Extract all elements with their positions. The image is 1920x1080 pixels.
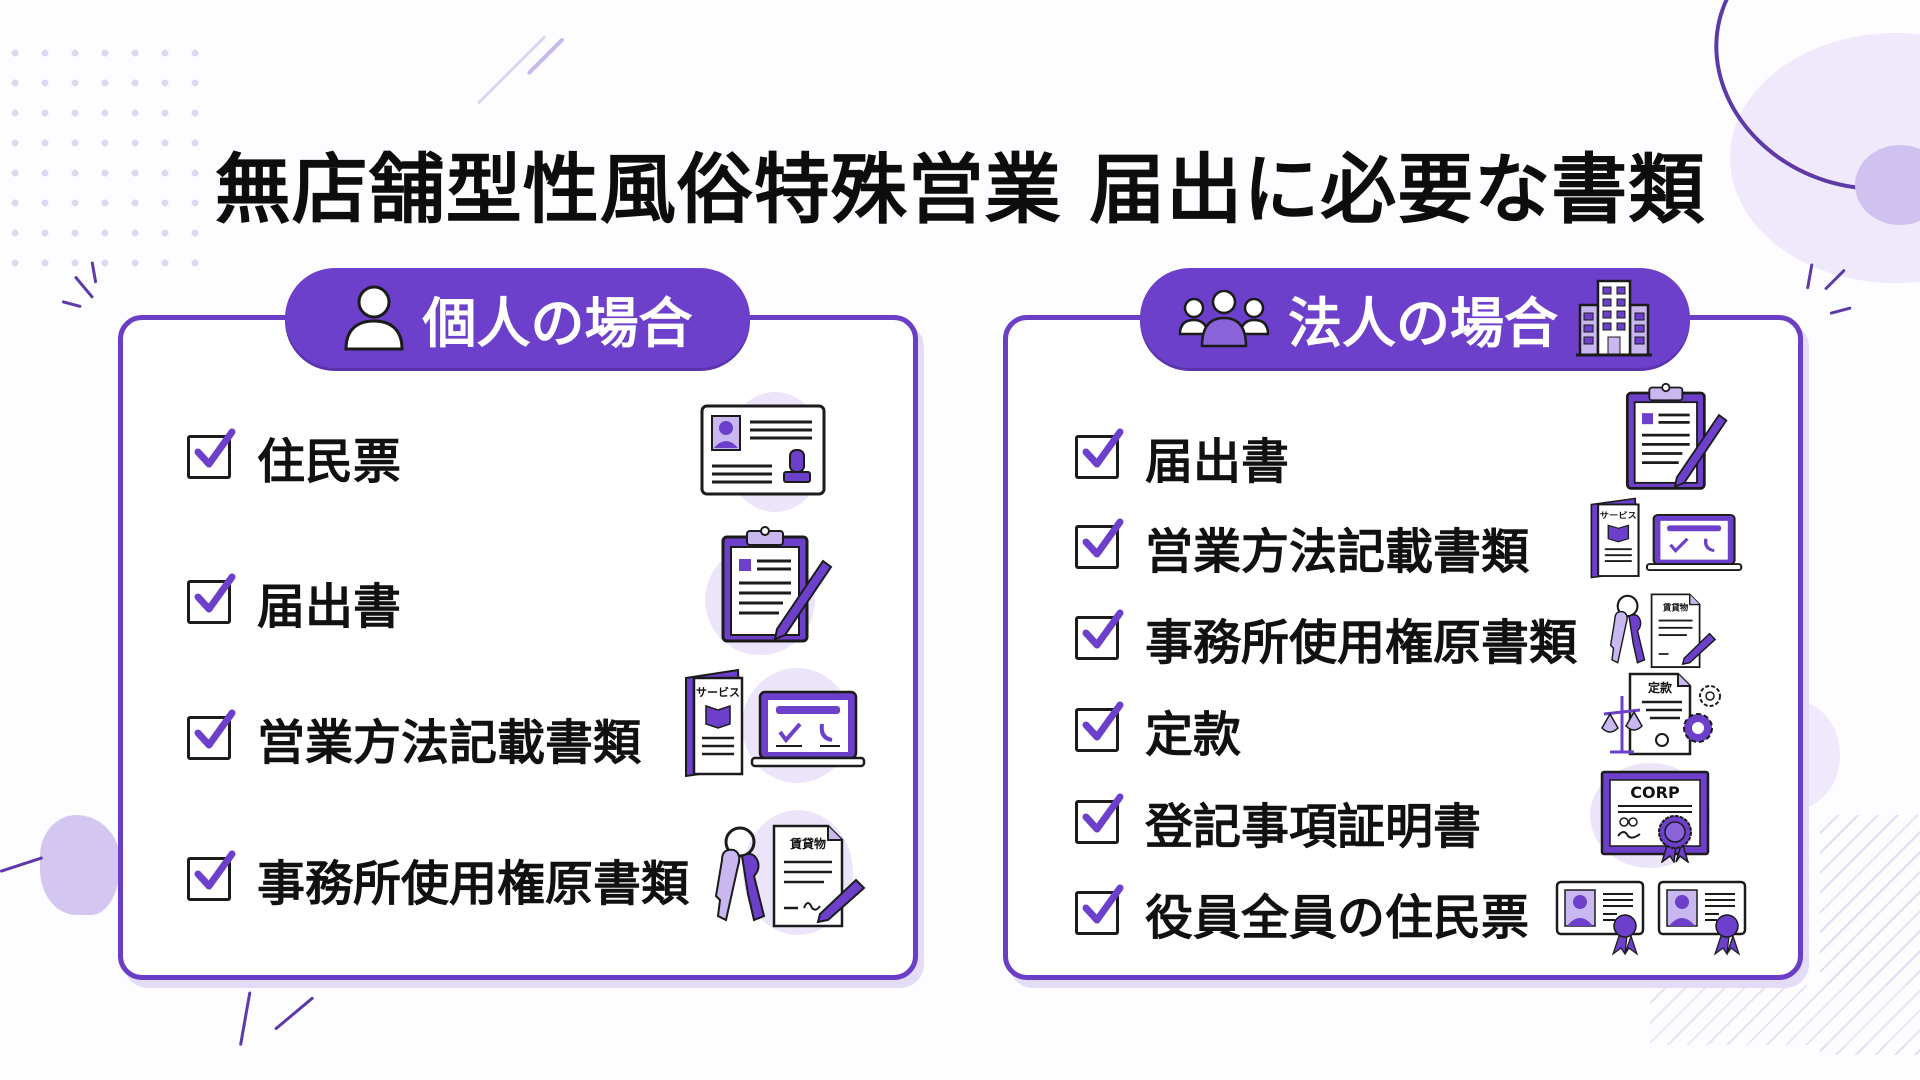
burst-mark-decoration — [73, 275, 95, 299]
svg-text:定款: 定款 — [1648, 680, 1673, 695]
checklist-item: 登記事項証明書 — [1075, 787, 1481, 857]
burst-mark-decoration — [1806, 263, 1814, 290]
svg-text:賃貸物: 賃貸物 — [1662, 601, 1689, 613]
checkbox-checked[interactable] — [1075, 884, 1124, 935]
checkbox-checked[interactable] — [1075, 701, 1124, 752]
clipboard-pen-icon — [705, 525, 835, 655]
service-brochure-laptop-icon: サービス — [682, 668, 872, 783]
item-label: 営業方法記載書類 — [1145, 524, 1530, 580]
dot-pattern-decoration — [0, 38, 215, 273]
checklist-item: 定款 — [1075, 695, 1241, 765]
item-label: 住民票 — [257, 434, 402, 490]
keys-lease-document-icon: 賃貸物 — [1605, 590, 1725, 670]
item-label: 営業方法記載書類 — [257, 715, 642, 771]
item-label: 届出書 — [257, 579, 402, 635]
checklist-item: 営業方法記載書類 — [1075, 512, 1529, 582]
svg-text:サービス: サービス — [1600, 509, 1637, 520]
checklist-item: 住民票 — [187, 422, 401, 492]
checklist-item: 届出書 — [1075, 422, 1289, 492]
checklist-item: 事務所使用権原書類 — [1075, 603, 1577, 673]
clipboard-pen-icon — [1620, 382, 1730, 492]
individual-heading-label: 個人の場合 — [422, 291, 693, 355]
corporate-heading-label: 法人の場合 — [1288, 291, 1558, 355]
checkbox-checked[interactable] — [1075, 428, 1124, 479]
diagonal-line-decoration — [476, 35, 547, 105]
corporate-heading: 法人の場合 — [1140, 268, 1690, 368]
checklist-item: 役員全員の住民票 — [1075, 878, 1529, 948]
keys-lease-document-icon: 賃貸物 — [708, 810, 873, 935]
curve-line-decoration — [274, 996, 315, 1031]
checkbox-checked[interactable] — [187, 709, 236, 760]
service-brochure-laptop-icon: サービス — [1588, 497, 1748, 579]
item-label: 登記事項証明書 — [1145, 799, 1482, 855]
corp-certificate-icon: CORP — [1590, 763, 1712, 868]
checklist-item: 営業方法記載書類 — [187, 703, 641, 773]
checkbox-checked[interactable] — [1075, 793, 1124, 844]
burst-mark-decoration — [61, 300, 82, 309]
checkbox-checked[interactable] — [1075, 609, 1124, 660]
checkbox-checked[interactable] — [187, 573, 236, 624]
checklist-item: 事務所使用権原書類 — [187, 844, 689, 914]
stripe-pattern-decoration — [1650, 985, 1920, 1045]
group-icon — [1178, 289, 1270, 348]
item-label: 役員全員の住民票 — [1145, 890, 1530, 946]
item-label: 事務所使用権原書類 — [1145, 615, 1578, 671]
checkbox-checked[interactable] — [1075, 518, 1124, 569]
checkbox-checked[interactable] — [187, 850, 236, 901]
individual-heading: 個人の場合 — [285, 268, 750, 368]
articles-scale-gear-icon: 定款 — [1600, 670, 1725, 760]
item-label: 届出書 — [1145, 434, 1290, 490]
checkbox-checked[interactable] — [187, 428, 236, 479]
curve-line-decoration — [0, 856, 44, 873]
curve-line-decoration — [238, 991, 252, 1046]
item-label: 定款 — [1145, 707, 1242, 763]
page-title: 無店舗型性風俗特殊営業 届出に必要な書類 — [214, 145, 1706, 234]
diagonal-line-decoration — [526, 37, 565, 76]
blob-decoration — [40, 815, 120, 915]
checklist-item: 届出書 — [187, 567, 401, 637]
svg-text:CORP: CORP — [1630, 783, 1680, 802]
resident-card-stamp-icon — [700, 392, 830, 512]
building-icon — [1576, 279, 1652, 357]
svg-text:サービス: サービス — [696, 685, 740, 699]
circle-decoration — [1855, 145, 1920, 225]
person-icon — [343, 285, 404, 351]
officer-id-cards-icon — [1555, 878, 1755, 956]
item-label: 事務所使用権原書類 — [257, 856, 690, 912]
burst-mark-decoration — [1829, 306, 1852, 315]
svg-text:賃貸物: 賃貸物 — [789, 836, 826, 851]
